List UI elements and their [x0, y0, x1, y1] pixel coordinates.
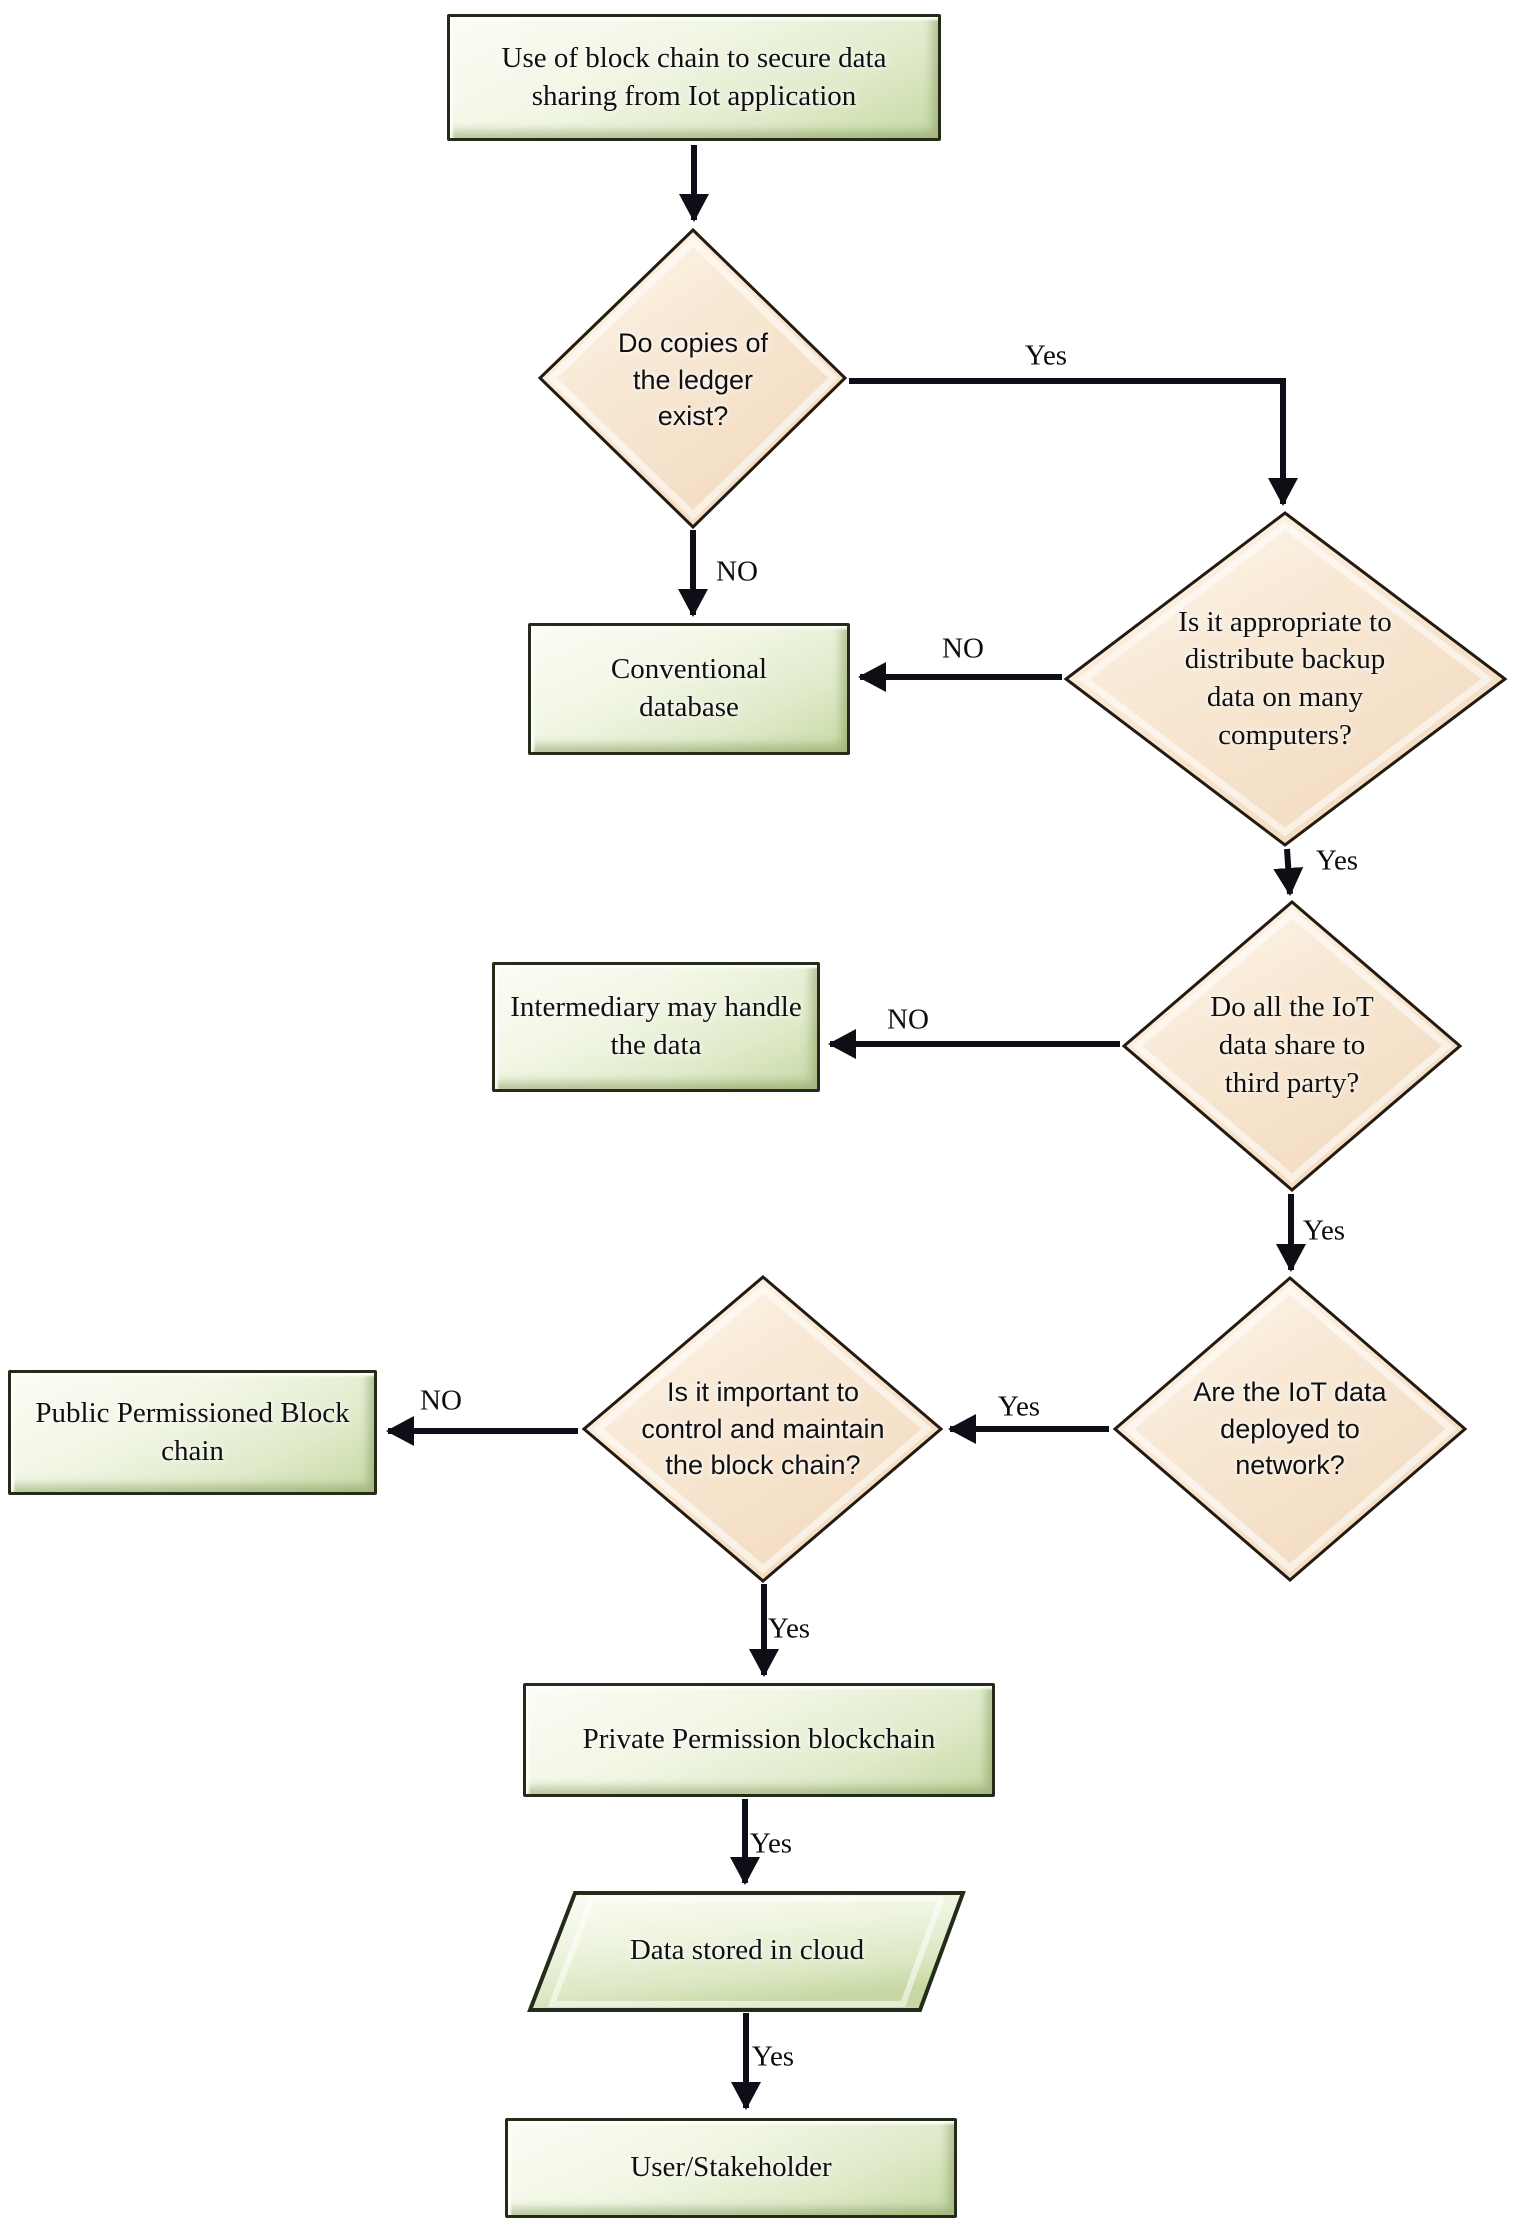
arrow-ledger-yes-to-backup — [849, 378, 1298, 506]
decision-ledger-exists-highlight — [546, 237, 839, 520]
edge-label-third-yes: Yes — [1302, 1214, 1346, 1247]
decision-distribute-backup-highlight — [1078, 521, 1493, 837]
io-data-stored-cloud — [527, 1891, 966, 2012]
edge-label-ledger-no: NO — [716, 555, 758, 588]
decision-ledger-exists — [537, 227, 848, 530]
node-user-stakeholder: User/Stakeholder — [505, 2118, 957, 2218]
decision-control-maintain — [581, 1275, 944, 1583]
edge-label-backup-yes: Yes — [1315, 844, 1359, 877]
edge-label-cloud-yes: Yes — [751, 2040, 795, 2073]
edge-label-third-no: NO — [887, 1003, 929, 1036]
io-data-stored-cloud-highlight — [547, 1896, 946, 2007]
edge-label-deployed-yes: Yes — [997, 1390, 1041, 1423]
edge-label-control-no: NO — [420, 1384, 462, 1417]
node-conventional-database-label: Conventional database — [610, 653, 768, 723]
decision-share-third-party — [1121, 900, 1463, 1192]
node-intermediary-label: Intermediary may handle the data — [510, 991, 802, 1061]
node-start-label: Use of block chain to secure data sharin… — [501, 41, 887, 112]
node-intermediary: Intermediary may handle the data — [492, 962, 820, 1092]
node-private-permission-label: Private Permission blockchain — [582, 1723, 936, 1756]
node-private-permission: Private Permission blockchain — [523, 1683, 995, 1797]
node-public-permissioned: Public Permissioned Block chain — [8, 1370, 377, 1495]
edge-label-private-yes: Yes — [749, 1827, 793, 1860]
edge-label-ledger-yes: Yes — [1024, 339, 1068, 372]
decision-control-maintain-highlight — [592, 1284, 933, 1574]
node-user-stakeholder-label: User/Stakeholder — [630, 2151, 832, 2184]
edge-label-control-yes: Yes — [767, 1612, 811, 1645]
edge-label-backup-no: NO — [942, 632, 984, 665]
node-public-permissioned-label: Public Permissioned Block chain — [35, 1396, 350, 1467]
node-conventional-database: Conventional database — [528, 623, 850, 755]
node-start: Use of block chain to secure data sharin… — [447, 14, 941, 141]
decision-share-third-party-highlight — [1131, 909, 1453, 1183]
decision-deployed-network — [1112, 1276, 1468, 1582]
arrow-backup-yes-to-thirdparty — [1273, 848, 1304, 896]
decision-distribute-backup — [1063, 511, 1508, 847]
decision-deployed-network-highlight — [1123, 1285, 1457, 1573]
